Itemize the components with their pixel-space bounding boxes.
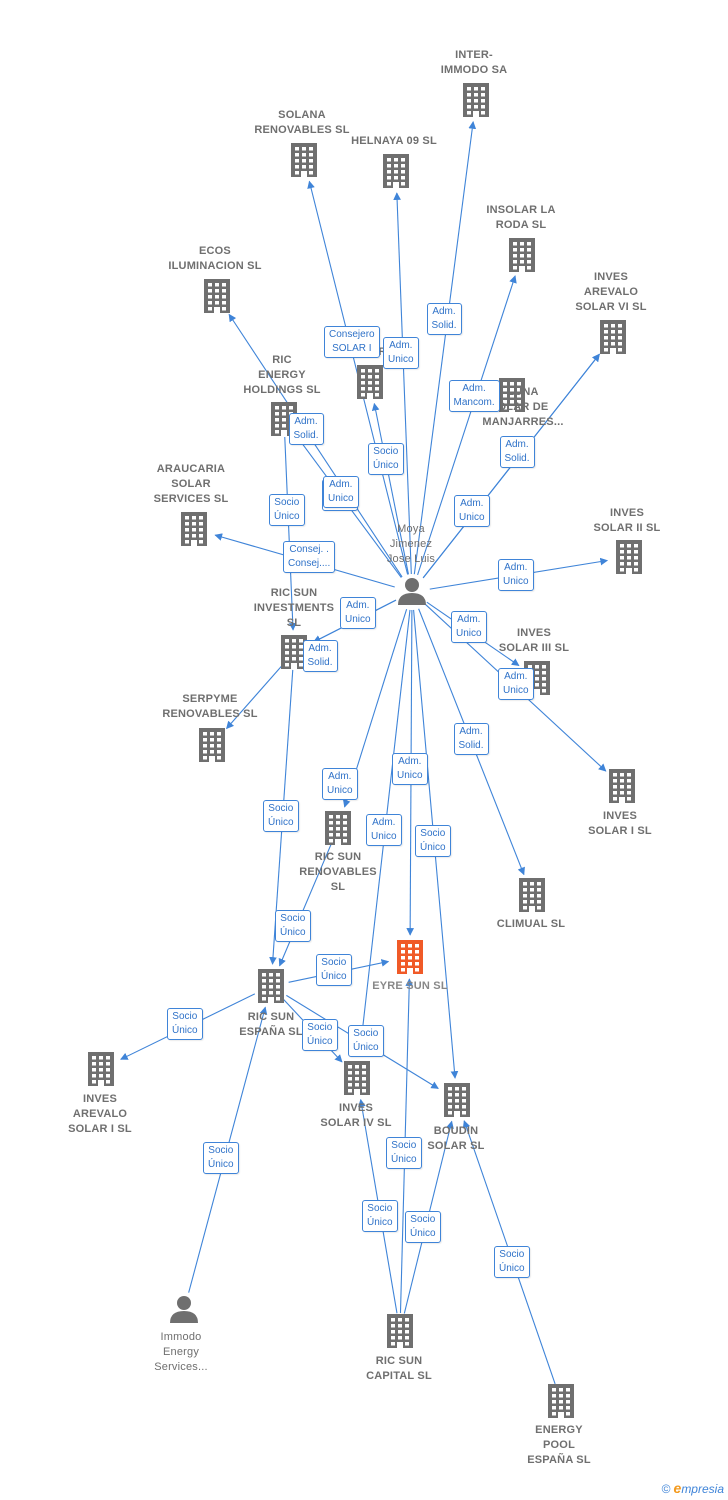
- edge-ricren-ricesp: [278, 844, 332, 967]
- copyright-symbol: ©: [661, 1482, 671, 1496]
- node-label-moya[interactable]: Moya Jimenez Jose Luis: [386, 523, 436, 565]
- edge-label[interactable]: Adm. Unico: [322, 768, 358, 800]
- edge-label[interactable]: Consej. . Consej....: [283, 541, 336, 573]
- ricren-building-icon[interactable]: [325, 811, 351, 845]
- araucaria-building-icon[interactable]: [181, 512, 207, 546]
- edge-label[interactable]: Adm. Solid.: [302, 640, 338, 672]
- node-label-luna[interactable]: LUNA OLAR DE MANJARRES...: [482, 386, 564, 428]
- node-label-serpyme[interactable]: SERPYME RENOVABLES SL: [162, 693, 258, 720]
- moya-person-icon[interactable]: [398, 578, 426, 605]
- inter-building-icon[interactable]: [463, 83, 489, 117]
- node-label-eyre[interactable]: EYRE SUN SL: [372, 980, 448, 992]
- edge-label[interactable]: Socio Único: [203, 1142, 239, 1174]
- edge-label[interactable]: Adm. Mancom.: [448, 380, 500, 412]
- edge-label[interactable]: Consejero SOLAR I: [324, 326, 380, 358]
- luna-building-icon[interactable]: [499, 378, 525, 412]
- node-label-ricesp[interactable]: RIC SUN ESPAÑA SL: [239, 1011, 303, 1038]
- edge-label[interactable]: Adm. Unico: [451, 611, 487, 643]
- riccap-building-icon[interactable]: [387, 1314, 413, 1348]
- immodo-person-icon[interactable]: [170, 1296, 198, 1323]
- node-label-helnaya[interactable]: HELNAYA 09 SL: [351, 135, 437, 147]
- node-label-invesvi[interactable]: INVES AREVALO SOLAR VI SL: [575, 271, 647, 313]
- node-label-invesii[interactable]: INVES SOLAR II SL: [593, 507, 661, 534]
- ecos-building-icon[interactable]: [204, 279, 230, 313]
- edge-label[interactable]: Socio Único: [316, 954, 352, 986]
- invesiv-building-icon[interactable]: [344, 1061, 370, 1095]
- node-label-ricenergy[interactable]: RIC ENERGY HOLDINGS SL: [243, 354, 321, 396]
- node-label-energypool[interactable]: ENERGY POOL ESPAÑA SL: [527, 1424, 591, 1466]
- invesii-building-icon[interactable]: [616, 540, 642, 574]
- node-label-riccap[interactable]: RIC SUN CAPITAL SL: [366, 1355, 432, 1382]
- edge-moya-inter: [413, 121, 477, 575]
- edge-label[interactable]: Socio Único: [167, 1008, 203, 1040]
- edge-label[interactable]: Adm. Unico: [498, 668, 534, 700]
- edge-label[interactable]: Socio Único: [405, 1211, 441, 1243]
- edge-ricinv-serpyme: [226, 665, 283, 730]
- node-label-solana[interactable]: SOLANA RENOVABLES SL: [254, 109, 350, 136]
- edge-label[interactable]: Socio Único: [302, 1019, 338, 1051]
- node-label-invesarev1[interactable]: INVES AREVALO SOLAR I SL: [68, 1093, 132, 1135]
- edge-label[interactable]: Socio Único: [269, 494, 305, 526]
- boudin-building-icon[interactable]: [444, 1083, 470, 1117]
- node-label-invesiv[interactable]: INVES SOLAR IV SL: [320, 1102, 392, 1129]
- edge-moya-ecos: [228, 313, 403, 578]
- edge-label[interactable]: Socio Único: [386, 1137, 422, 1169]
- node-label-boudin[interactable]: BOUDIN SOLAR SL: [427, 1125, 485, 1152]
- node-label-ricinv[interactable]: RIC SUN INVESTMENTS SL: [253, 587, 335, 629]
- edge-label[interactable]: Adm. Unico: [454, 495, 490, 527]
- solana-building-icon[interactable]: [291, 143, 317, 177]
- node-label-invesi[interactable]: INVES SOLAR I SL: [588, 810, 652, 837]
- edge-label[interactable]: Adm. Solid.: [288, 413, 324, 445]
- invesi-building-icon[interactable]: [609, 769, 635, 803]
- brand-name: mpresia: [681, 1482, 724, 1496]
- energypool-building-icon[interactable]: [548, 1384, 574, 1418]
- eyre-building-icon[interactable]: [397, 940, 423, 974]
- ricesp-building-icon[interactable]: [258, 969, 284, 1003]
- edge-label[interactable]: Socio Único: [494, 1246, 530, 1278]
- edge-label[interactable]: Adm. Solid.: [453, 723, 489, 755]
- edge-label[interactable]: Adm. Unico: [392, 753, 428, 785]
- invesvi-building-icon[interactable]: [600, 320, 626, 354]
- edge-moya-solarx: [371, 402, 410, 575]
- edge-label[interactable]: Socio Único: [348, 1025, 384, 1057]
- edge-label[interactable]: Adm. Unico: [323, 476, 359, 508]
- helnaya-building-icon[interactable]: [383, 154, 409, 188]
- edge-moya-helnaya: [393, 192, 412, 575]
- footer-brand[interactable]: ©empresia: [662, 1480, 724, 1496]
- node-label-ecos[interactable]: ECOS ILUMINACION SL: [168, 245, 262, 272]
- edge-label[interactable]: Adm. Solid.: [426, 303, 462, 335]
- serpyme-building-icon[interactable]: [199, 728, 225, 762]
- edge-label[interactable]: Adm. Unico: [340, 597, 376, 629]
- edge-label[interactable]: Socio Único: [362, 1200, 398, 1232]
- node-label-immodo[interactable]: Immodo Energy Services...: [154, 1331, 208, 1373]
- solarx-building-icon[interactable]: [357, 365, 383, 399]
- edge-label[interactable]: Socio Único: [415, 825, 451, 857]
- node-label-araucaria[interactable]: ARAUCARIA SOLAR SERVICES SL: [153, 463, 229, 505]
- node-label-climual[interactable]: CLIMUAL SL: [496, 918, 566, 930]
- edge-ricenergy-ricinv: [284, 436, 297, 631]
- edge-label[interactable]: Socio Único: [368, 443, 404, 475]
- edge-label[interactable]: Socio Único: [263, 800, 299, 832]
- insolar-building-icon[interactable]: [509, 238, 535, 272]
- invesarev1-building-icon[interactable]: [88, 1052, 114, 1086]
- node-label-ricren[interactable]: RIC SUN RENOVABLES SL: [299, 851, 377, 893]
- edge-label[interactable]: Adm. Solid.: [499, 436, 535, 468]
- climual-building-icon[interactable]: [519, 878, 545, 912]
- edge-label[interactable]: Adm. Unico: [383, 337, 419, 369]
- edge-label[interactable]: Adm. Unico: [498, 559, 534, 591]
- edge-label[interactable]: Socio Único: [275, 910, 311, 942]
- edge-moya-insolar: [417, 275, 517, 576]
- node-label-invesiii[interactable]: INVES SOLAR III SL: [498, 627, 570, 654]
- brand-e: e: [673, 1480, 682, 1496]
- node-label-insolar[interactable]: INSOLAR LA RODA SL: [486, 204, 556, 231]
- edge-label[interactable]: Adm. Unico: [366, 814, 402, 846]
- node-label-inter[interactable]: INTER- IMMODO SA: [440, 49, 508, 76]
